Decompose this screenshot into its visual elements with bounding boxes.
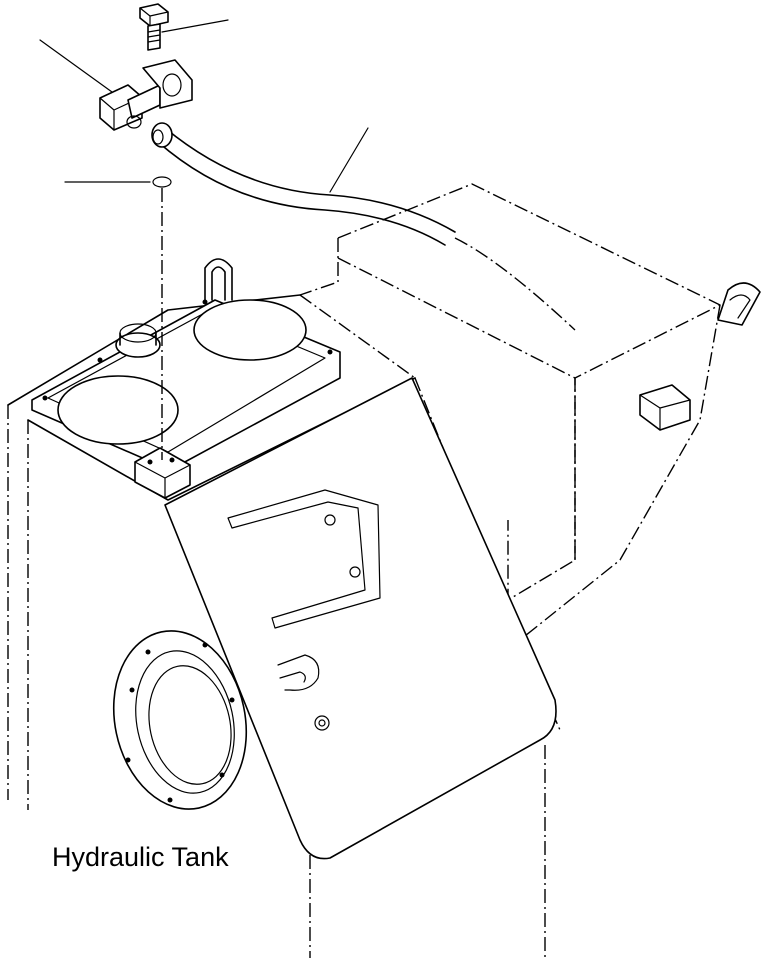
harness-clamp — [639, 384, 691, 431]
tank-body — [7, 294, 561, 958]
tank-opening-left — [57, 375, 179, 445]
diagram-caption: Hydraulic Tank — [52, 842, 229, 872]
front-panel — [164, 377, 557, 860]
cable-eye-terminal — [717, 282, 761, 326]
lifting-eye — [204, 258, 233, 301]
filler-port — [115, 323, 161, 358]
leader-lines — [39, 19, 369, 460]
sensor-mounting-block — [134, 447, 191, 499]
inspection-flange — [112, 630, 248, 810]
o-ring — [152, 176, 172, 188]
mounting-bolt — [139, 3, 169, 51]
top-flange-plate — [31, 299, 341, 471]
elbow-fitting — [99, 59, 193, 131]
hose — [151, 122, 576, 331]
tank-opening-right — [193, 299, 307, 361]
